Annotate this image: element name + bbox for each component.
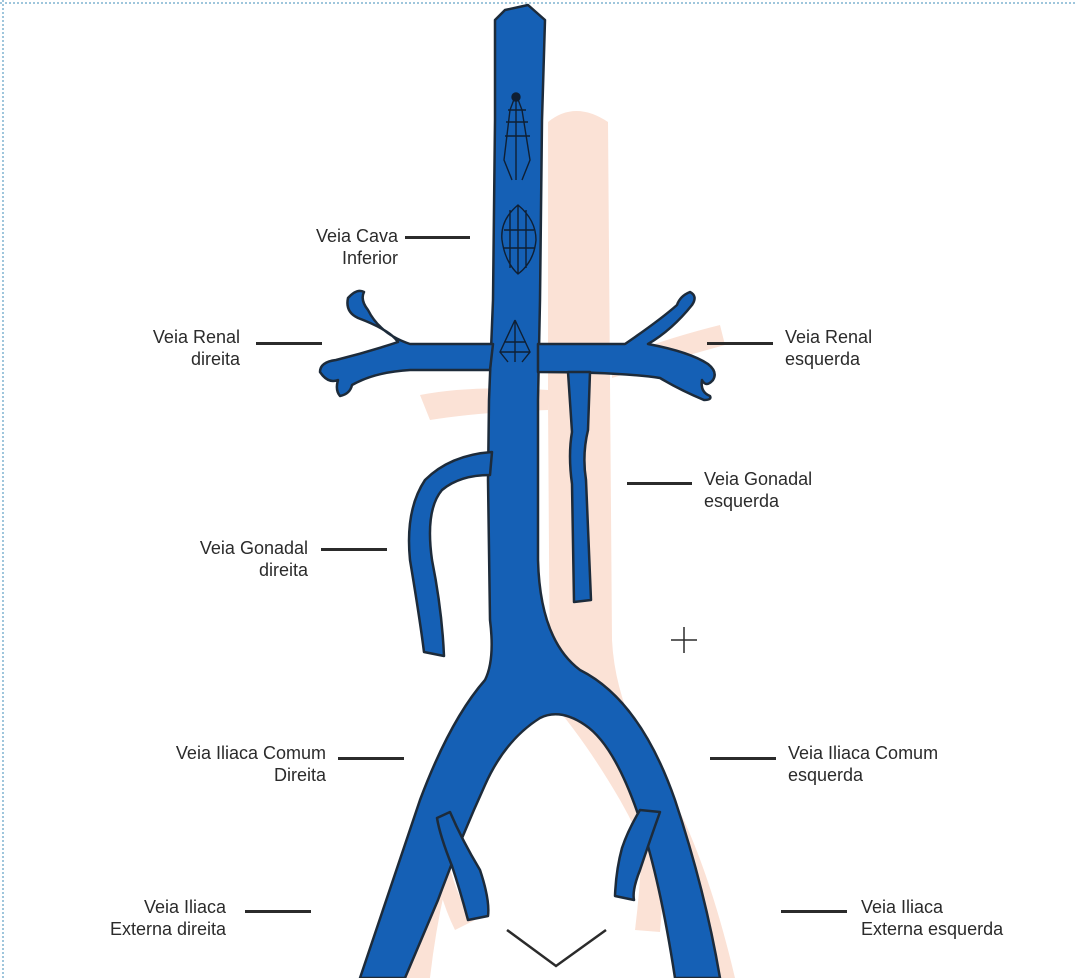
label-gonadal-left: Veia Gonadal esquerda (704, 468, 854, 512)
leader-line-renal-right (256, 342, 322, 345)
label-iliac-common-right-line1: Veia Iliaca Comum (130, 742, 326, 764)
label-renal-right-line1: Veia Renal (120, 326, 240, 348)
label-iliac-common-right-line2: Direita (130, 764, 326, 786)
label-iliac-external-right: Veia Iliaca Externa direita (60, 896, 226, 940)
leader-line-gonadal-right (321, 548, 387, 551)
ivc-and-iliacs (360, 5, 720, 978)
label-renal-left: Veia Renal esquerda (785, 326, 905, 370)
leader-line-ivc (405, 236, 470, 239)
label-renal-left-line2: esquerda (785, 348, 905, 370)
label-iliac-common-right: Veia Iliaca Comum Direita (130, 742, 326, 786)
leader-line-iliac-external-left (781, 910, 847, 913)
crosshair-icon (671, 627, 697, 653)
label-iliac-external-left-line2: Externa esquerda (861, 918, 1051, 940)
label-gonadal-left-line2: esquerda (704, 490, 854, 512)
label-iliac-common-left: Veia Iliaca Comum esquerda (788, 742, 988, 786)
label-ivc: Veia Cava Inferior (286, 225, 398, 269)
label-ivc-line2: Inferior (286, 247, 398, 269)
label-iliac-common-left-line2: esquerda (788, 764, 988, 786)
label-iliac-external-right-line1: Veia Iliaca (60, 896, 226, 918)
label-iliac-external-left: Veia Iliaca Externa esquerda (861, 896, 1051, 940)
vein-system (320, 5, 720, 978)
pelvic-v-mark (507, 930, 606, 966)
label-iliac-external-right-line2: Externa direita (60, 918, 226, 940)
renal-vein-right (320, 291, 493, 396)
leader-line-iliac-common-left (710, 757, 776, 760)
label-gonadal-left-line1: Veia Gonadal (704, 468, 854, 490)
label-renal-right-line2: direita (120, 348, 240, 370)
gonadal-vein-right (409, 452, 492, 656)
label-iliac-common-left-line1: Veia Iliaca Comum (788, 742, 988, 764)
label-ivc-line1: Veia Cava (286, 225, 398, 247)
leader-line-renal-left (707, 342, 773, 345)
label-gonadal-right-line1: Veia Gonadal (160, 537, 308, 559)
leader-line-iliac-common-right (338, 757, 404, 760)
label-gonadal-right: Veia Gonadal direita (160, 537, 308, 581)
label-renal-left-line1: Veia Renal (785, 326, 905, 348)
leader-line-iliac-external-right (245, 910, 311, 913)
label-gonadal-right-line2: direita (160, 559, 308, 581)
label-iliac-external-left-line1: Veia Iliaca (861, 896, 1051, 918)
label-renal-right: Veia Renal direita (120, 326, 240, 370)
leader-line-gonadal-left (627, 482, 692, 485)
